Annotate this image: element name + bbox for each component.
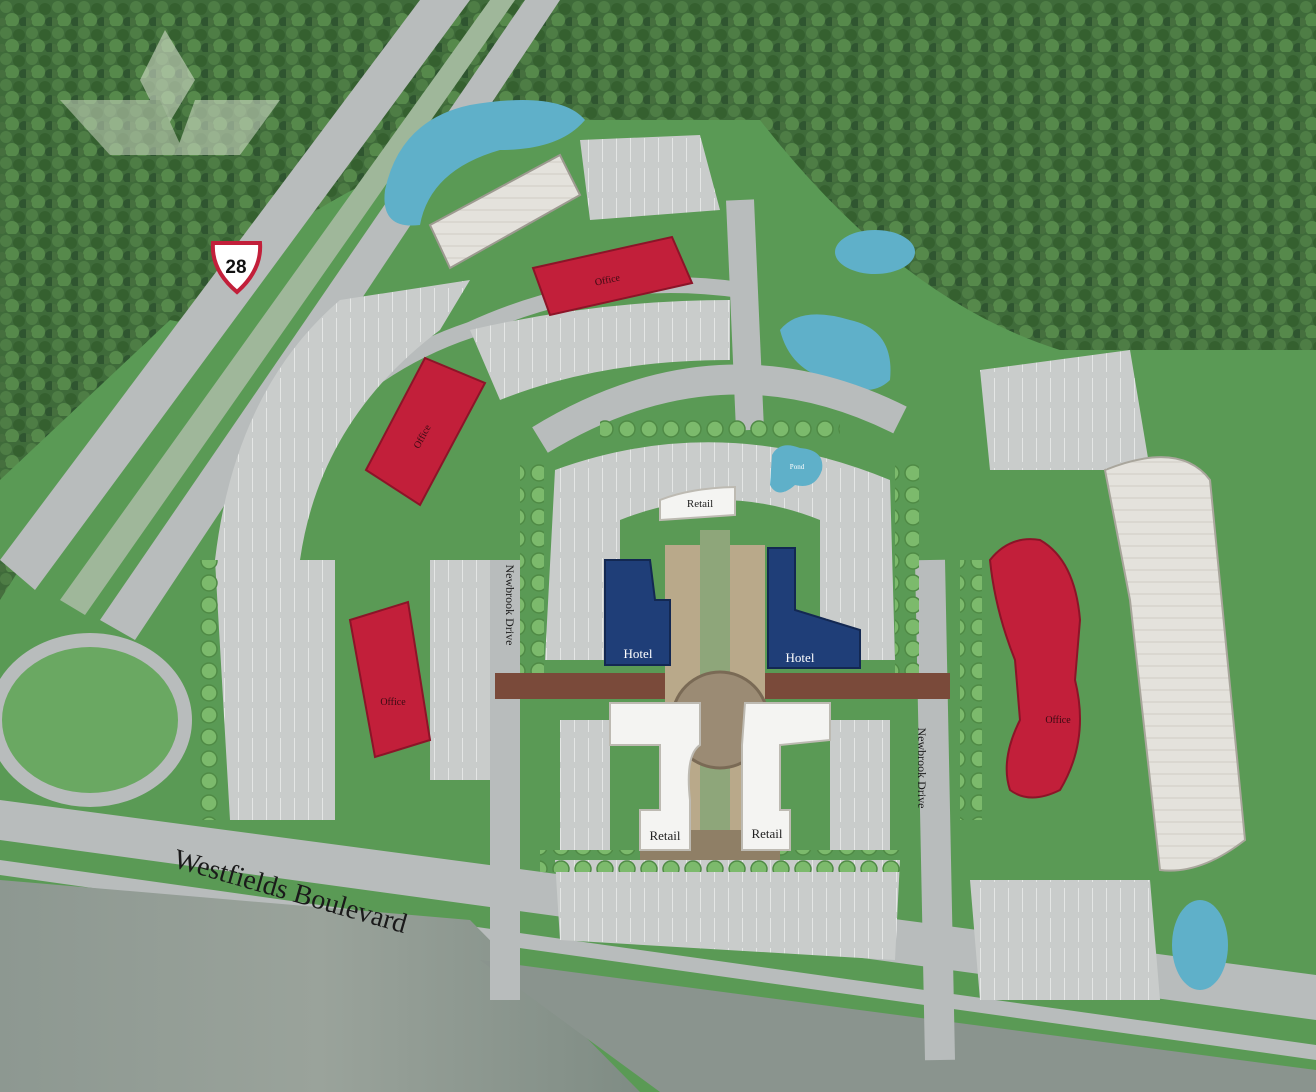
retail-building-southeast (741, 702, 831, 851)
hotel-east-label: Hotel (786, 650, 815, 665)
cloverleaf-ramp (0, 633, 192, 807)
office-north-label: Office (594, 272, 622, 288)
tree-row (520, 460, 544, 680)
pond-northeast (835, 230, 915, 274)
office-west-label: Office (380, 697, 406, 708)
pond-plaza (770, 445, 823, 493)
logo-watermark (60, 30, 280, 155)
retail-building-southwest (609, 702, 701, 851)
parking-south (555, 860, 900, 960)
tree-row (600, 420, 840, 442)
parking-central-se (830, 720, 890, 850)
newbrook-drive-east-label: Newbrook Drive (915, 728, 929, 809)
office-building-north (531, 235, 694, 317)
parking-northeast (980, 350, 1150, 470)
retail-north-label: Retail (687, 498, 713, 510)
pond-north (384, 100, 585, 226)
office-building-northwest (364, 356, 487, 507)
parking-north (580, 135, 720, 220)
newbrook-drive-east (915, 559, 955, 1061)
pond-label: Pond (790, 463, 805, 471)
pond-southeast (1172, 900, 1228, 990)
highway-28 (0, 0, 470, 590)
tree-row (895, 460, 919, 680)
hotel-building-west (604, 559, 671, 666)
tree-row (960, 560, 982, 820)
tree-row (200, 560, 222, 820)
office-building-east (988, 538, 1082, 799)
newbrook-drive-west-label: Newbrook Drive (503, 565, 517, 646)
field-south (480, 960, 1316, 1092)
office-east-label: Office (1045, 715, 1071, 726)
ring-road-north (532, 364, 907, 453)
office-building-west (348, 600, 432, 759)
pond-east (780, 314, 891, 390)
retail-southwest-label: Retail (649, 828, 680, 843)
route-28-shield-icon: 28 (210, 241, 263, 295)
access-road-north (726, 199, 764, 431)
parking-west-inner (430, 560, 490, 780)
parking-west (235, 560, 335, 820)
hotel-west-label: Hotel (624, 646, 653, 661)
field-southwest (0, 880, 640, 1092)
hotel-building-east (767, 547, 861, 669)
retail-southeast-label: Retail (751, 826, 782, 841)
parking-garage-east (1103, 456, 1247, 872)
parking-central-north (545, 442, 895, 660)
parking-central-sw (560, 720, 610, 850)
parking-north-arc (470, 300, 730, 400)
parking-southeast (970, 880, 1160, 1000)
parking-garage-north (428, 153, 582, 270)
tree-row (540, 850, 900, 872)
retail-building-north (659, 485, 736, 522)
route-28-label: 28 (225, 257, 246, 278)
